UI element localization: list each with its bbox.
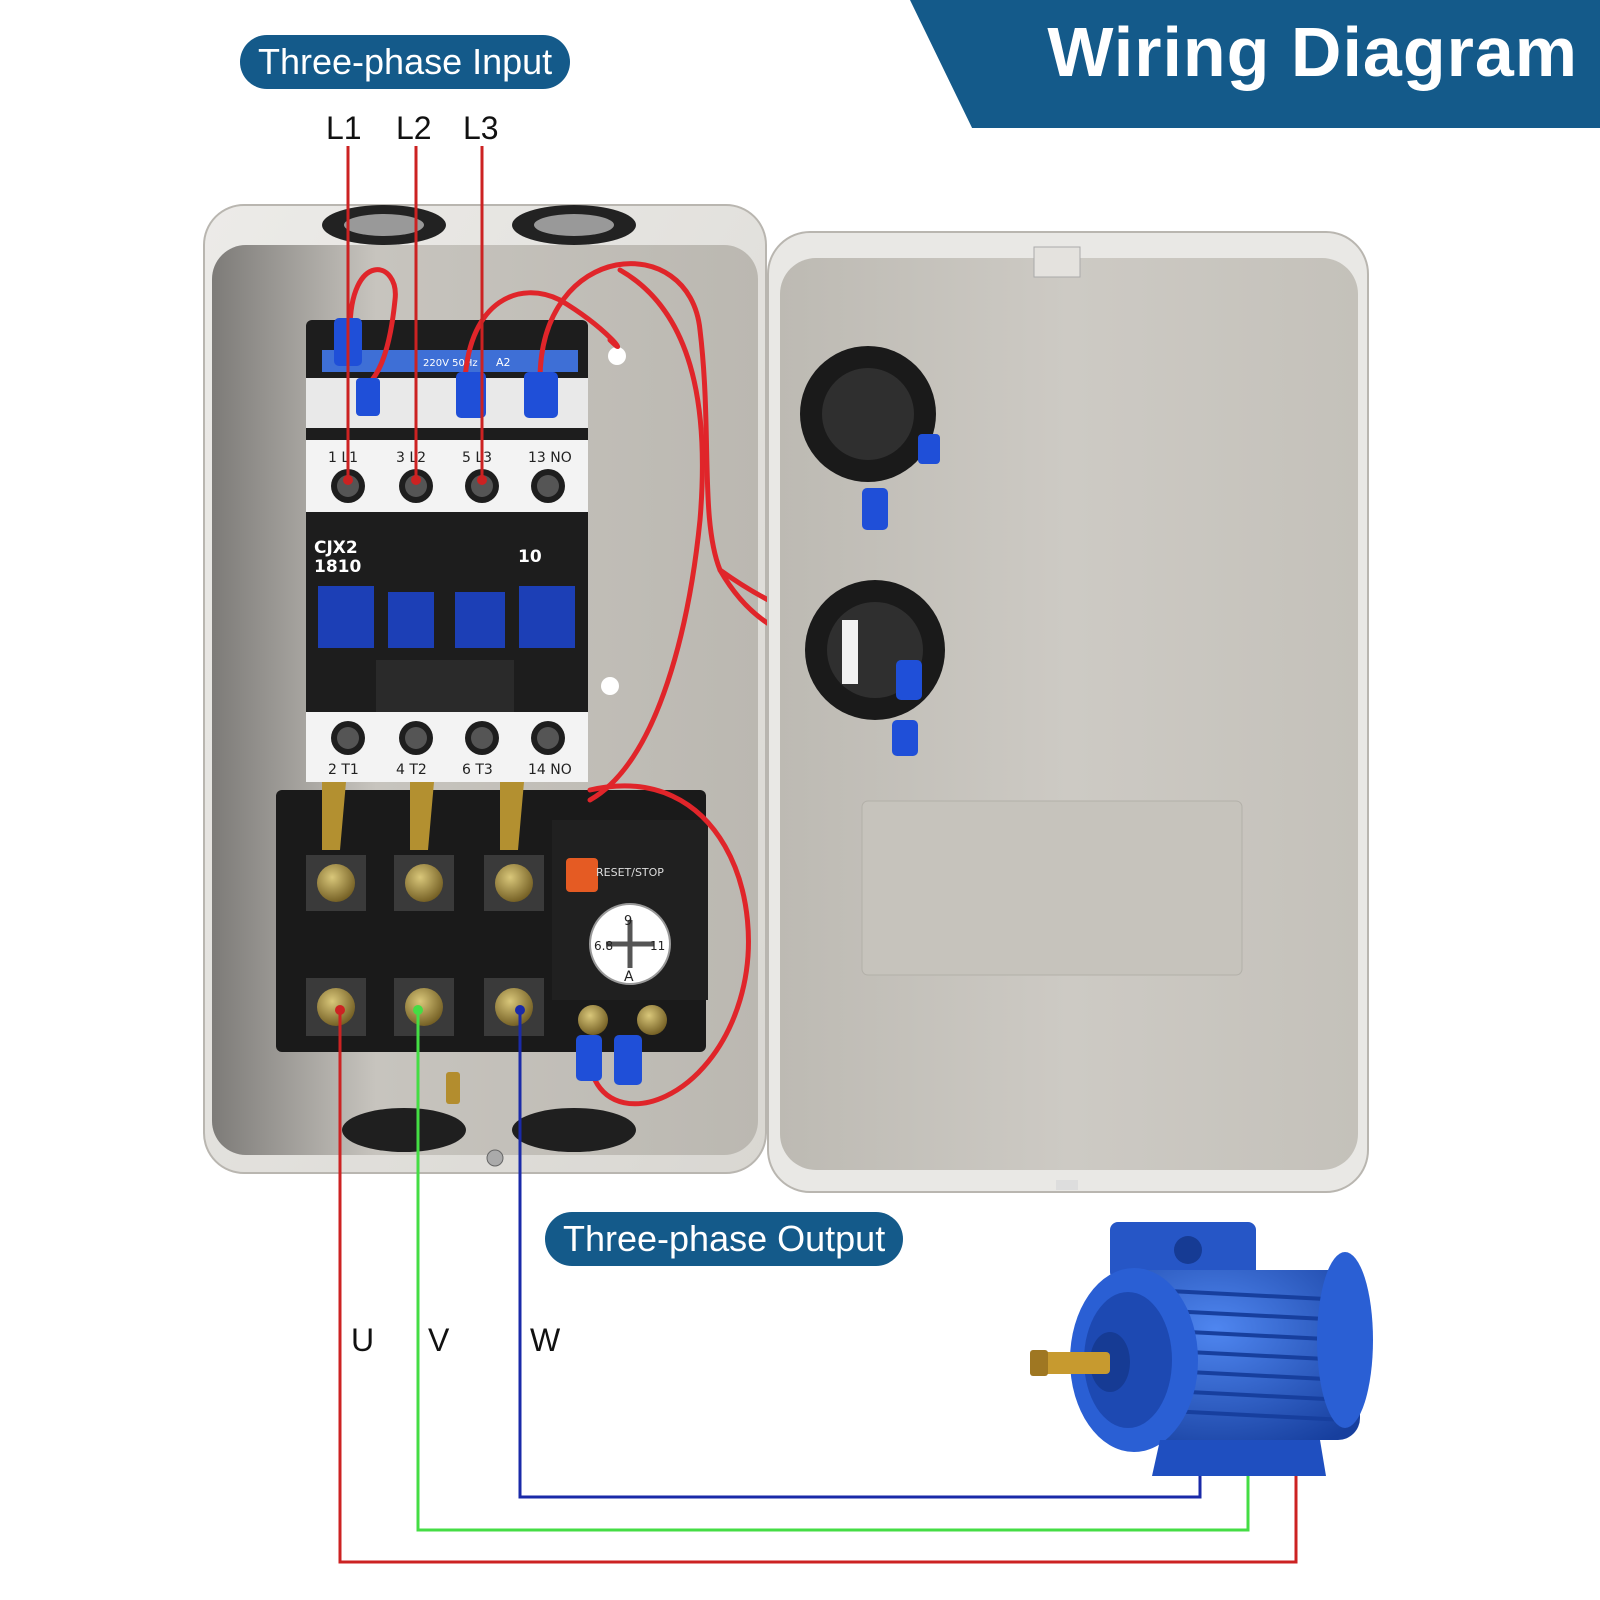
- relay-dial-68: 6.8: [594, 939, 613, 953]
- relay-dial-11: 11: [650, 939, 665, 953]
- page-title: Wiring Diagram: [1047, 13, 1578, 91]
- wire-u: [338, 1010, 1298, 1564]
- top-terminal-screw-head-3: [537, 475, 559, 497]
- bottom-terminal-screw-head-0: [337, 727, 359, 749]
- top-terminal-label-3: 13 NO: [528, 450, 572, 466]
- top-terminal-label-1: 3 L2: [396, 450, 426, 466]
- top-terminal-label-0: 1 L1: [328, 450, 358, 466]
- output-label: Three-phase Output: [545, 1212, 904, 1266]
- top-terminal-screw-head-2: [471, 475, 493, 497]
- top-terminal-screw-head-0: [337, 475, 359, 497]
- phase-label-l3: L3: [463, 110, 499, 146]
- input-wires: [346, 146, 484, 480]
- relay-dial-9: 9: [624, 914, 632, 929]
- bottom-terminal-label-0: 2 T1: [328, 762, 359, 778]
- phase-label-l2: L2: [396, 110, 432, 146]
- contactor-aux: 10: [518, 547, 542, 567]
- top-terminal-screw-head-1: [405, 475, 427, 497]
- phase-label-u: U: [351, 1322, 375, 1358]
- relay-dial-unit: A: [624, 969, 634, 985]
- phase-label-l1: L1: [326, 110, 362, 146]
- input-label: Three-phase Input: [240, 35, 571, 89]
- bottom-terminal-label-2: 6 T3: [462, 762, 493, 778]
- contactor-number: 1810: [314, 557, 361, 577]
- contactor-model: CJX2: [314, 538, 358, 558]
- output-wires: [338, 1010, 1298, 1564]
- bottom-terminal-screw-head-3: [537, 727, 559, 749]
- bottom-terminal-screw-head-1: [405, 727, 427, 749]
- wire-v: [416, 1010, 1250, 1532]
- electric-motor: [1030, 1222, 1373, 1476]
- output-wire-dots: [335, 1005, 525, 1015]
- wire-ferrules: [334, 318, 642, 1085]
- wire-w: [518, 1010, 1202, 1499]
- contactor-top-terminals: 1 L1 3 L2 5 L3 13 NO: [328, 450, 572, 503]
- bottom-terminal-label-3: 14 NO: [528, 762, 572, 778]
- phase-label-w: W: [530, 1322, 561, 1358]
- coil-rating-label: 220V 50Hz: [423, 358, 478, 369]
- phase-label-v: V: [428, 1322, 450, 1358]
- bottom-terminal-screw-head-2: [471, 727, 493, 749]
- bottom-terminal-label-1: 4 T2: [396, 762, 427, 778]
- relay-reset-label: RESET/STOP: [596, 866, 664, 879]
- top-terminal-label-2: 5 L3: [462, 450, 492, 466]
- coil-a2-label: A2: [496, 356, 511, 369]
- enclosure-lid: [767, 231, 1369, 1193]
- contactor-bottom-terminals: 2 T1 4 T2 6 T3 14 NO: [328, 721, 572, 778]
- contactor: A1 220V 50Hz A2 CJX2 1810 10 1 L13 L25 L…: [306, 320, 588, 782]
- input-wire-dots: [343, 475, 487, 485]
- thermal-overload-relay: RESET/STOP 9 6.8 11 A: [276, 782, 708, 1052]
- title-banner: [910, 0, 1600, 128]
